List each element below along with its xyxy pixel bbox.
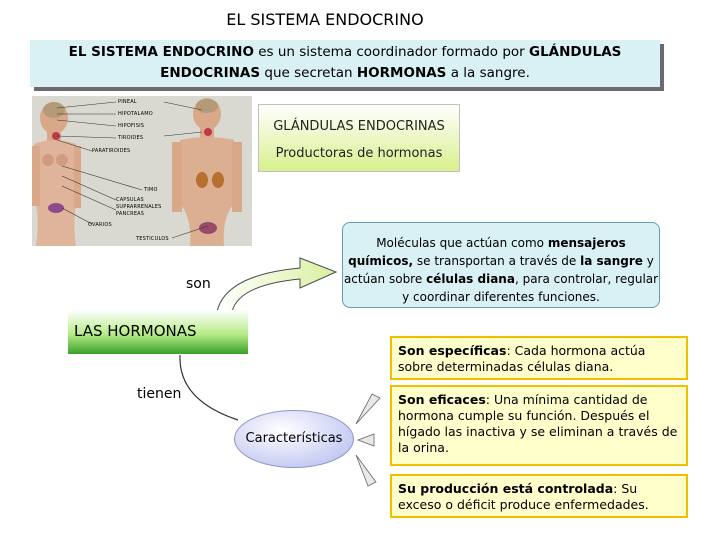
label-suprarrenales: SUPRARRENALES: [116, 204, 162, 210]
arrow-to-card-3: [355, 454, 377, 487]
hormonas-box: LAS HORMONAS: [68, 310, 248, 354]
card-eficaces: Son eficaces: Una mínima cantidad de hor…: [390, 385, 688, 466]
intro-term-sistema: EL SISTEMA ENDOCRINO: [68, 44, 254, 60]
moleculas-term-mensajeros: mensajeros químicos,: [348, 236, 626, 268]
moleculas-text-2: se transportan a través de: [413, 254, 581, 268]
caracteristicas-ellipse: Características: [234, 410, 354, 468]
page-title: EL SISTEMA ENDOCRINO: [226, 10, 424, 29]
glandulas-box: GLÁNDULAS ENDOCRINAS Productoras de horm…: [258, 104, 460, 172]
moleculas-term-diana: células diana: [426, 272, 515, 286]
label-tiroides: TIROIDES: [118, 135, 144, 141]
card-eficaces-title: Son eficaces: [398, 392, 486, 407]
card-especificas: Son específicas: Cada hormona actúa sobr…: [390, 336, 688, 380]
intro-box: EL SISTEMA ENDOCRINO es un sistema coord…: [30, 40, 660, 87]
glandulas-title: GLÁNDULAS ENDOCRINAS: [273, 119, 445, 134]
son-label: son: [186, 276, 211, 292]
label-pancreas: PANCREAS: [116, 211, 145, 217]
card-especificas-title: Son específicas: [398, 343, 507, 358]
intro-text-2: que secretan: [260, 65, 357, 81]
label-ovarios: OVARIOS: [88, 222, 112, 228]
glandulas-subtitle: Productoras de hormonas: [275, 146, 443, 161]
card-controlada: Su producción está controlada: Su exceso…: [390, 474, 688, 518]
card-especificas-text: : Cada hormona actúa sobre determinadas …: [398, 343, 646, 374]
moleculas-text-4: , para controlar, regular y coordinar di…: [402, 272, 659, 304]
label-paratiroides: PARATIROIDES: [92, 148, 131, 154]
card-eficaces-text: : Una mínima cantidad de hormona cumple …: [398, 392, 678, 455]
moleculas-text-1: Moléculas que actúan como: [376, 236, 548, 250]
moleculas-text-3: y actúan sobre: [343, 254, 654, 286]
tienen-label: tienen: [137, 386, 182, 402]
card-controlada-text: : Su exceso o déficit produce enfermedad…: [398, 481, 649, 512]
card-controlada-title: Su producción está controlada: [398, 481, 614, 496]
anatomy-drawing: [32, 98, 242, 246]
intro-text-1: es un sistema coordinador formado por: [253, 44, 529, 60]
label-hipofisis: HIPOFISIS: [118, 123, 145, 129]
intro-text-3: a la sangre.: [446, 65, 530, 81]
arrow-to-card-2: [356, 433, 375, 447]
label-capsulas: CAPSULAS: [116, 197, 144, 203]
label-testiculos: TESTICULOS: [136, 236, 169, 242]
intro-term-hormonas: HORMONAS: [356, 65, 447, 81]
anatomy-figure: PINEAL HIPOTALAMO HIPOFISIS TIROIDES PAR…: [32, 96, 252, 246]
moleculas-box: Moléculas que actúan como mensajeros quí…: [342, 222, 660, 308]
curve-to-caracteristicas: [179, 354, 239, 421]
label-pineal: PINEAL: [118, 99, 137, 105]
moleculas-term-sangre: la sangre: [580, 254, 643, 268]
arrow-to-moleculas: [216, 257, 338, 313]
intro-term-glandulas: GLÁNDULAS ENDOCRINAS: [160, 44, 622, 81]
arrow-to-card-1: [355, 393, 381, 425]
label-hipotalamo: HIPOTALAMO: [118, 111, 153, 117]
label-timo: TIMO: [144, 187, 158, 193]
